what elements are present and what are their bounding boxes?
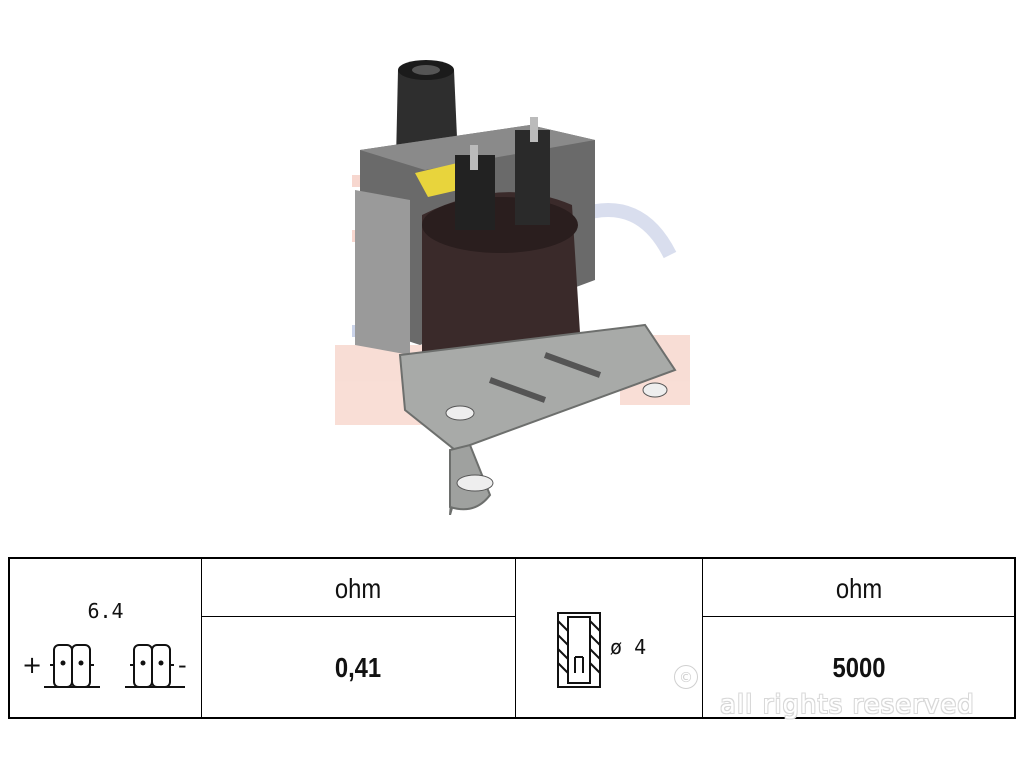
specs-table: 6.4 + - ohm 0,41 ø 4 ohm 50	[8, 557, 1016, 719]
primary-unit-label: ohm	[334, 573, 382, 604]
ignition-coil-photo	[335, 60, 690, 515]
divider	[201, 559, 202, 717]
diameter-label: ø 4	[610, 635, 647, 659]
secondary-resistance-value: 5000	[832, 652, 886, 683]
divider	[702, 616, 1016, 617]
divider	[515, 559, 516, 717]
rights-watermark: all rights reserved	[720, 690, 975, 720]
secondary-unit-label: ohm	[835, 573, 883, 604]
copyright-symbol: ©	[674, 665, 698, 689]
divider	[201, 616, 515, 617]
minus-sign: -	[178, 651, 187, 679]
primary-resistance-value: 0,41	[334, 652, 382, 683]
plus-sign: +	[22, 651, 42, 679]
flat-terminal-icon: + -	[22, 644, 187, 688]
divider	[702, 559, 703, 717]
terminal-size-label: 6.4	[87, 599, 124, 623]
socket-terminal-icon	[557, 612, 601, 688]
